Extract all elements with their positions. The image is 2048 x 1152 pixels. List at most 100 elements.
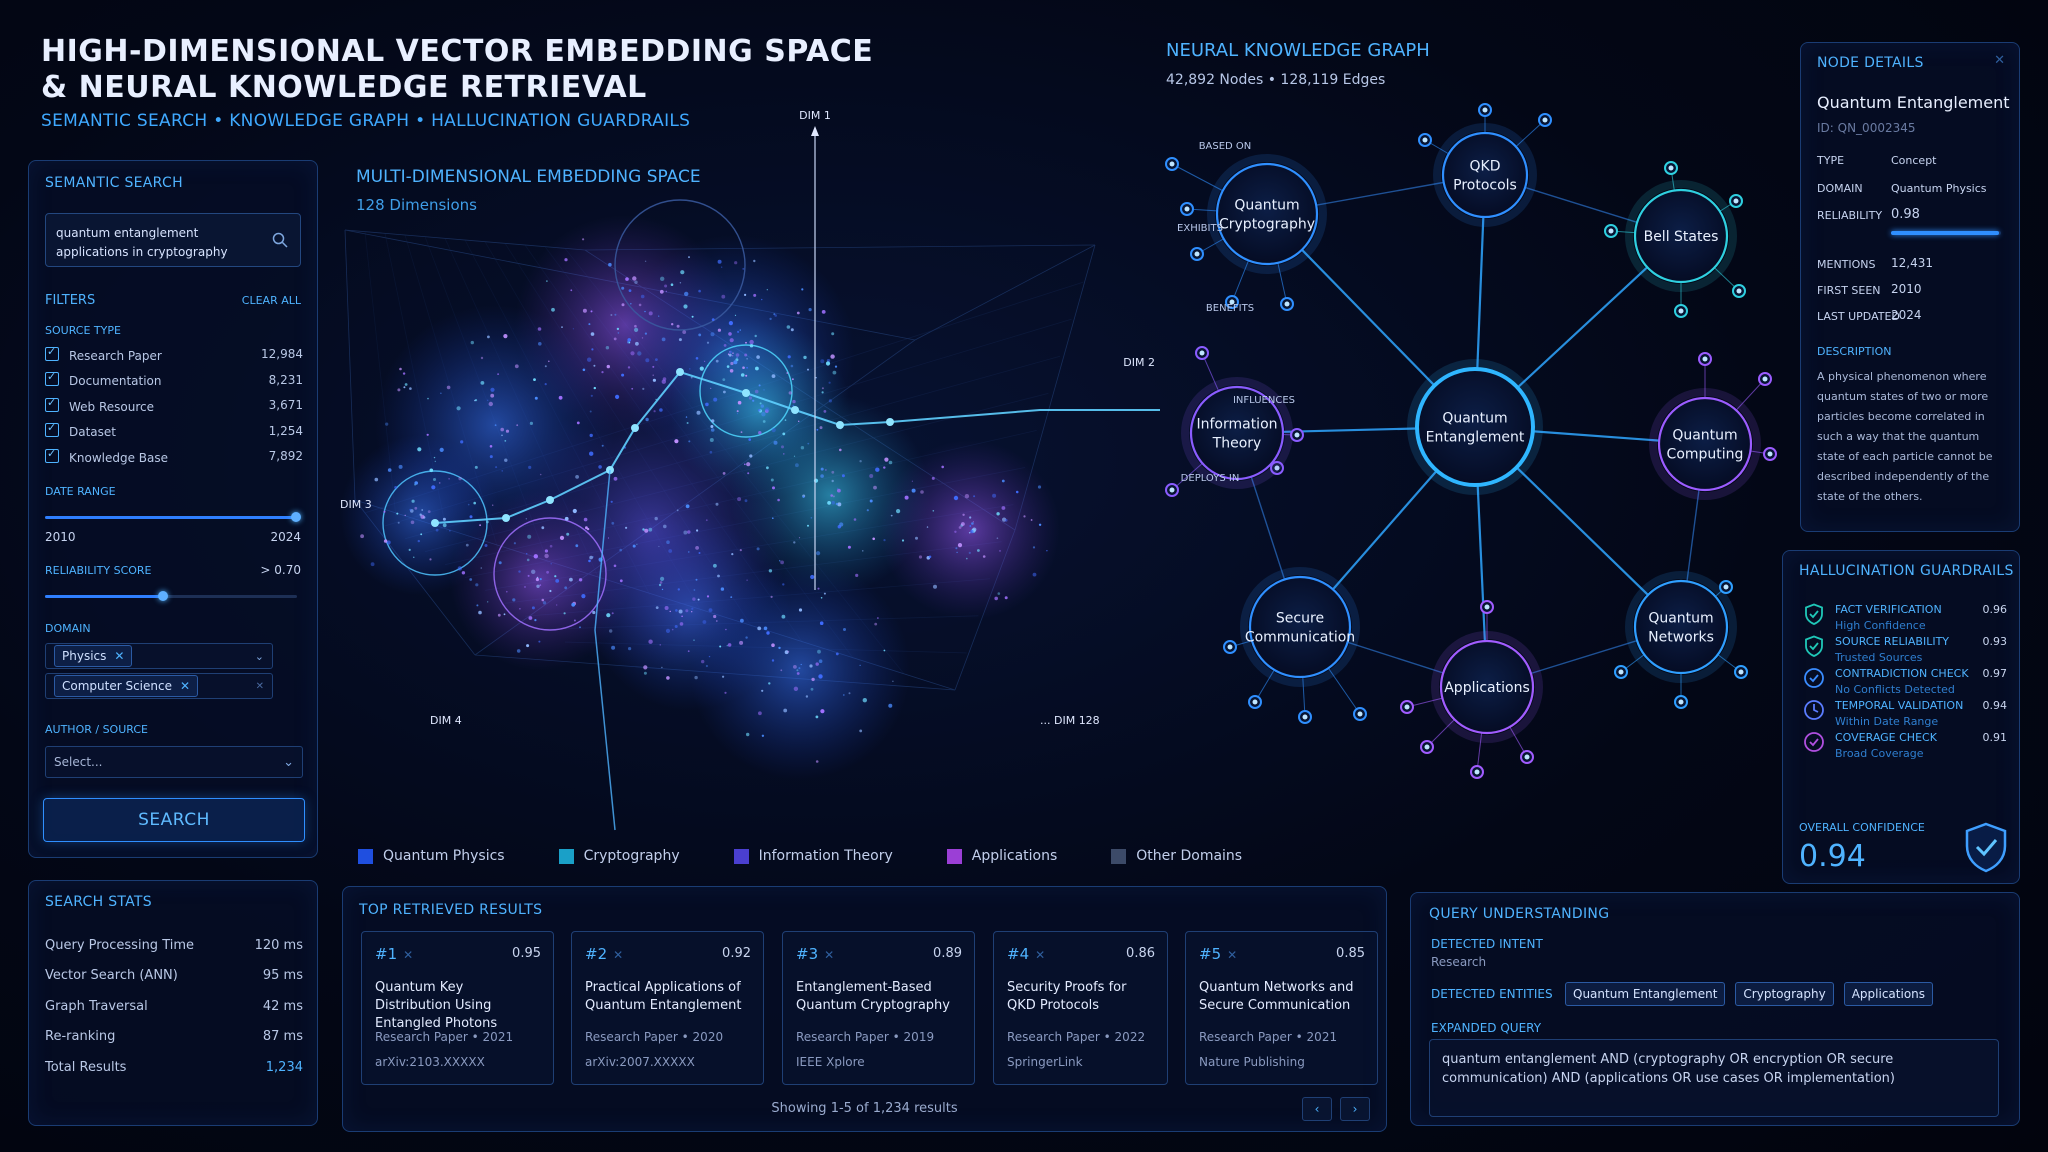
graph-edge-labels: USESBASED ONENABLESEXHIBITSRELATES TOBEN… bbox=[1177, 141, 1295, 484]
close-icon[interactable]: ✕ bbox=[1227, 948, 1238, 962]
embedding-point bbox=[570, 289, 573, 292]
checkbox-checked[interactable] bbox=[45, 421, 59, 438]
embedding-point bbox=[745, 636, 748, 639]
checkbox-checked[interactable] bbox=[45, 345, 59, 361]
embedding-point bbox=[808, 308, 812, 312]
remove-icon[interactable]: ✕ bbox=[114, 649, 125, 663]
close-icon[interactable]: ✕ bbox=[403, 948, 414, 962]
checkbox-checked[interactable] bbox=[45, 396, 59, 412]
search-button[interactable]: SEARCH bbox=[43, 798, 305, 842]
embedding-point bbox=[696, 529, 699, 532]
date-range-handle[interactable] bbox=[291, 512, 301, 522]
graph-leaf-core bbox=[1424, 744, 1430, 750]
embedding-point bbox=[969, 516, 972, 519]
overall-confidence-label: OVERALL CONFIDENCE bbox=[1799, 821, 1925, 834]
result-source: arXiv:2007.XXXXX bbox=[585, 1055, 695, 1069]
guardrail-name: FACT VERIFICATION bbox=[1835, 603, 1942, 616]
remove-icon[interactable]: ✕ bbox=[180, 679, 191, 693]
embedding-point bbox=[821, 391, 824, 394]
domain-chip-computer-science[interactable]: Computer Science✕ bbox=[54, 675, 199, 697]
checkbox-checked[interactable] bbox=[45, 447, 59, 463]
embedding-point bbox=[442, 517, 446, 521]
embedding-point bbox=[766, 466, 769, 470]
embedding-point bbox=[442, 523, 447, 528]
entity-tag[interactable]: Cryptography bbox=[1735, 982, 1834, 1006]
embedding-point bbox=[771, 374, 776, 378]
close-icon[interactable]: ✕ bbox=[1994, 53, 2005, 68]
author-source-select[interactable]: Select... ⌄ bbox=[45, 746, 303, 778]
prev-page-button[interactable]: ‹ bbox=[1302, 1097, 1332, 1121]
embedding-point bbox=[525, 518, 527, 520]
domain-select-1[interactable]: Physics✕ ⌄ bbox=[45, 643, 273, 669]
chevron-down-icon[interactable]: ⌄ bbox=[283, 754, 294, 770]
expanded-query-text: quantum entanglement AND (cryptography O… bbox=[1429, 1039, 1999, 1117]
embedding-point bbox=[739, 329, 741, 331]
embedding-point bbox=[711, 419, 715, 423]
embedding-space-plot[interactable]: DIM 1 DIM 2 DIM 3 DIM 4 ... DIM 128 bbox=[340, 110, 1160, 850]
graph-node-bs[interactable]: Bell States bbox=[1625, 180, 1737, 292]
result-meta: Research Paper • 2019 bbox=[796, 1030, 935, 1044]
embedding-point bbox=[862, 550, 864, 552]
search-icon[interactable] bbox=[272, 232, 288, 248]
domain-select-2[interactable]: Computer Science✕ ✕ bbox=[45, 673, 273, 699]
close-icon[interactable]: ✕ bbox=[824, 948, 835, 962]
embedding-point bbox=[417, 447, 422, 452]
search-input[interactable]: quantum entanglement applications in cry… bbox=[45, 213, 301, 267]
embedding-point bbox=[792, 399, 796, 404]
reliability-slider-handle[interactable] bbox=[158, 591, 169, 601]
legend-item[interactable]: Cryptography bbox=[558, 848, 680, 864]
embedding-point bbox=[795, 463, 799, 468]
node-label: Theory bbox=[1212, 436, 1262, 452]
embedding-point bbox=[505, 429, 510, 433]
embedding-point bbox=[661, 337, 666, 342]
entity-tag[interactable]: Quantum Entanglement bbox=[1565, 982, 1726, 1006]
legend-item[interactable]: Quantum Physics bbox=[358, 848, 505, 864]
next-page-button[interactable]: › bbox=[1340, 1097, 1370, 1121]
embedding-point bbox=[726, 644, 728, 647]
reliability-slider-track[interactable] bbox=[45, 595, 297, 598]
embedding-point bbox=[640, 294, 645, 299]
clear-all-link[interactable]: CLEAR ALL bbox=[241, 294, 301, 307]
close-icon[interactable]: ✕ bbox=[1035, 948, 1046, 962]
embedding-point bbox=[777, 498, 780, 502]
embedding-point bbox=[744, 353, 748, 357]
embedding-point bbox=[883, 649, 886, 652]
entity-tag[interactable]: Applications bbox=[1843, 982, 1934, 1006]
graph-node-app[interactable]: Applications bbox=[1431, 631, 1543, 743]
embedding-point bbox=[817, 587, 820, 590]
node-halo bbox=[1207, 154, 1327, 274]
embedding-point bbox=[958, 526, 962, 529]
legend-item[interactable]: Other Domains bbox=[1111, 848, 1242, 864]
chevron-down-icon[interactable]: ⌄ bbox=[254, 649, 264, 663]
legend-item[interactable]: Applications bbox=[946, 848, 1057, 864]
embedding-point bbox=[792, 404, 795, 407]
legend-item[interactable]: Information Theory bbox=[733, 848, 893, 864]
checkbox-checked[interactable] bbox=[45, 370, 59, 387]
close-icon[interactable]: ✕ bbox=[613, 948, 624, 962]
graph-leaf-core bbox=[1524, 754, 1530, 760]
clear-icon[interactable]: ✕ bbox=[255, 680, 264, 692]
domain-chip-physics[interactable]: Physics✕ bbox=[54, 645, 133, 667]
embedding-point bbox=[643, 671, 647, 675]
date-range-slider[interactable] bbox=[45, 516, 297, 519]
